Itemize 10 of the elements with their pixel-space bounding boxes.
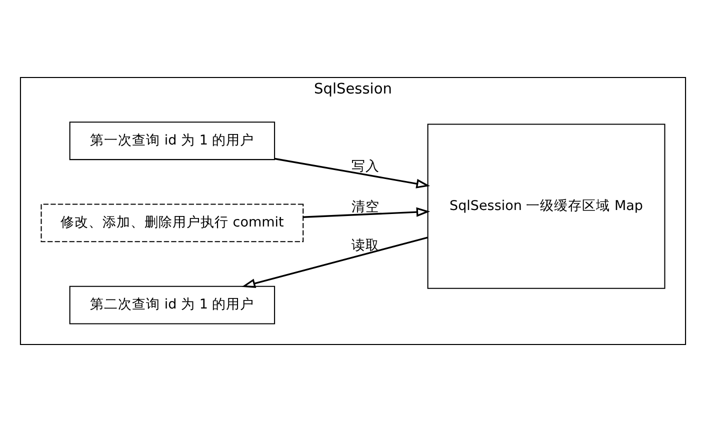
- edge-label: 读取: [351, 236, 380, 253]
- edge-label: 写入: [351, 158, 380, 174]
- arrow: [303, 206, 430, 218]
- edge-label: 清空: [351, 198, 380, 214]
- node-box: 第二次查询 id 为 1 的用户: [69, 285, 276, 324]
- arrow: [274, 157, 430, 188]
- node-box: SqlSession 一级缓存区域 Map: [427, 123, 666, 288]
- node-box: 修改、添加、删除用户执行 commit: [40, 203, 304, 242]
- node-box: 第一次查询 id 为 1 的用户: [69, 121, 276, 160]
- arrow: [242, 236, 428, 288]
